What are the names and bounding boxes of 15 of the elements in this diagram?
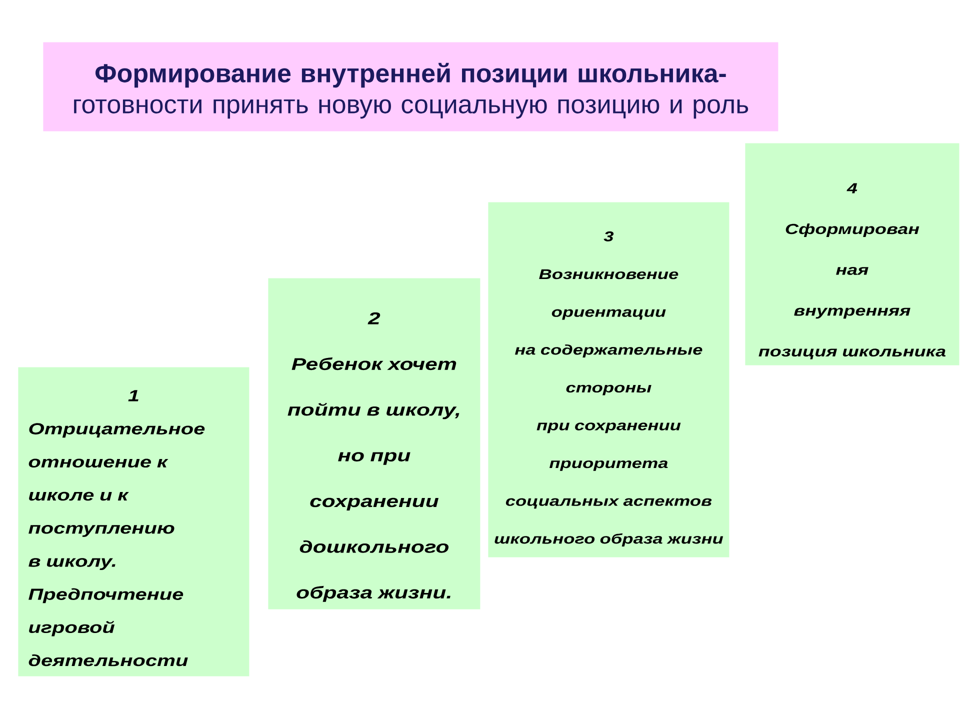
step-box — [488, 202, 730, 558]
title-subheading: готовности принять новую социальную позицию и роль — [74, 99, 748, 119]
step-description: Возникновение ориентации на содержательные стороны при сохранении приоритета социальных аспектов школьного образа жизни — [494, 269, 724, 546]
step-number: 2 — [368, 312, 380, 324]
step-description: Ребенок хочет пойти в школу, но при сохранении дошкольного образа жизни. — [288, 357, 460, 602]
step-number: 3 — [604, 231, 614, 242]
title-heading: Формирование внутренней позиции школьника- — [95, 62, 726, 88]
step-box — [268, 278, 480, 610]
step-box — [18, 367, 250, 676]
step-number: 1 — [128, 390, 138, 402]
step-box — [745, 143, 960, 366]
step-description: Сформирован ная внутренняя позиция школьника — [758, 223, 946, 360]
step-number: 4 — [846, 183, 858, 194]
title-box — [43, 42, 778, 132]
step-description: Отрицательное отношение к школе и к поступлению в школу. Предпочтение игровой деятельности — [28, 423, 205, 666]
